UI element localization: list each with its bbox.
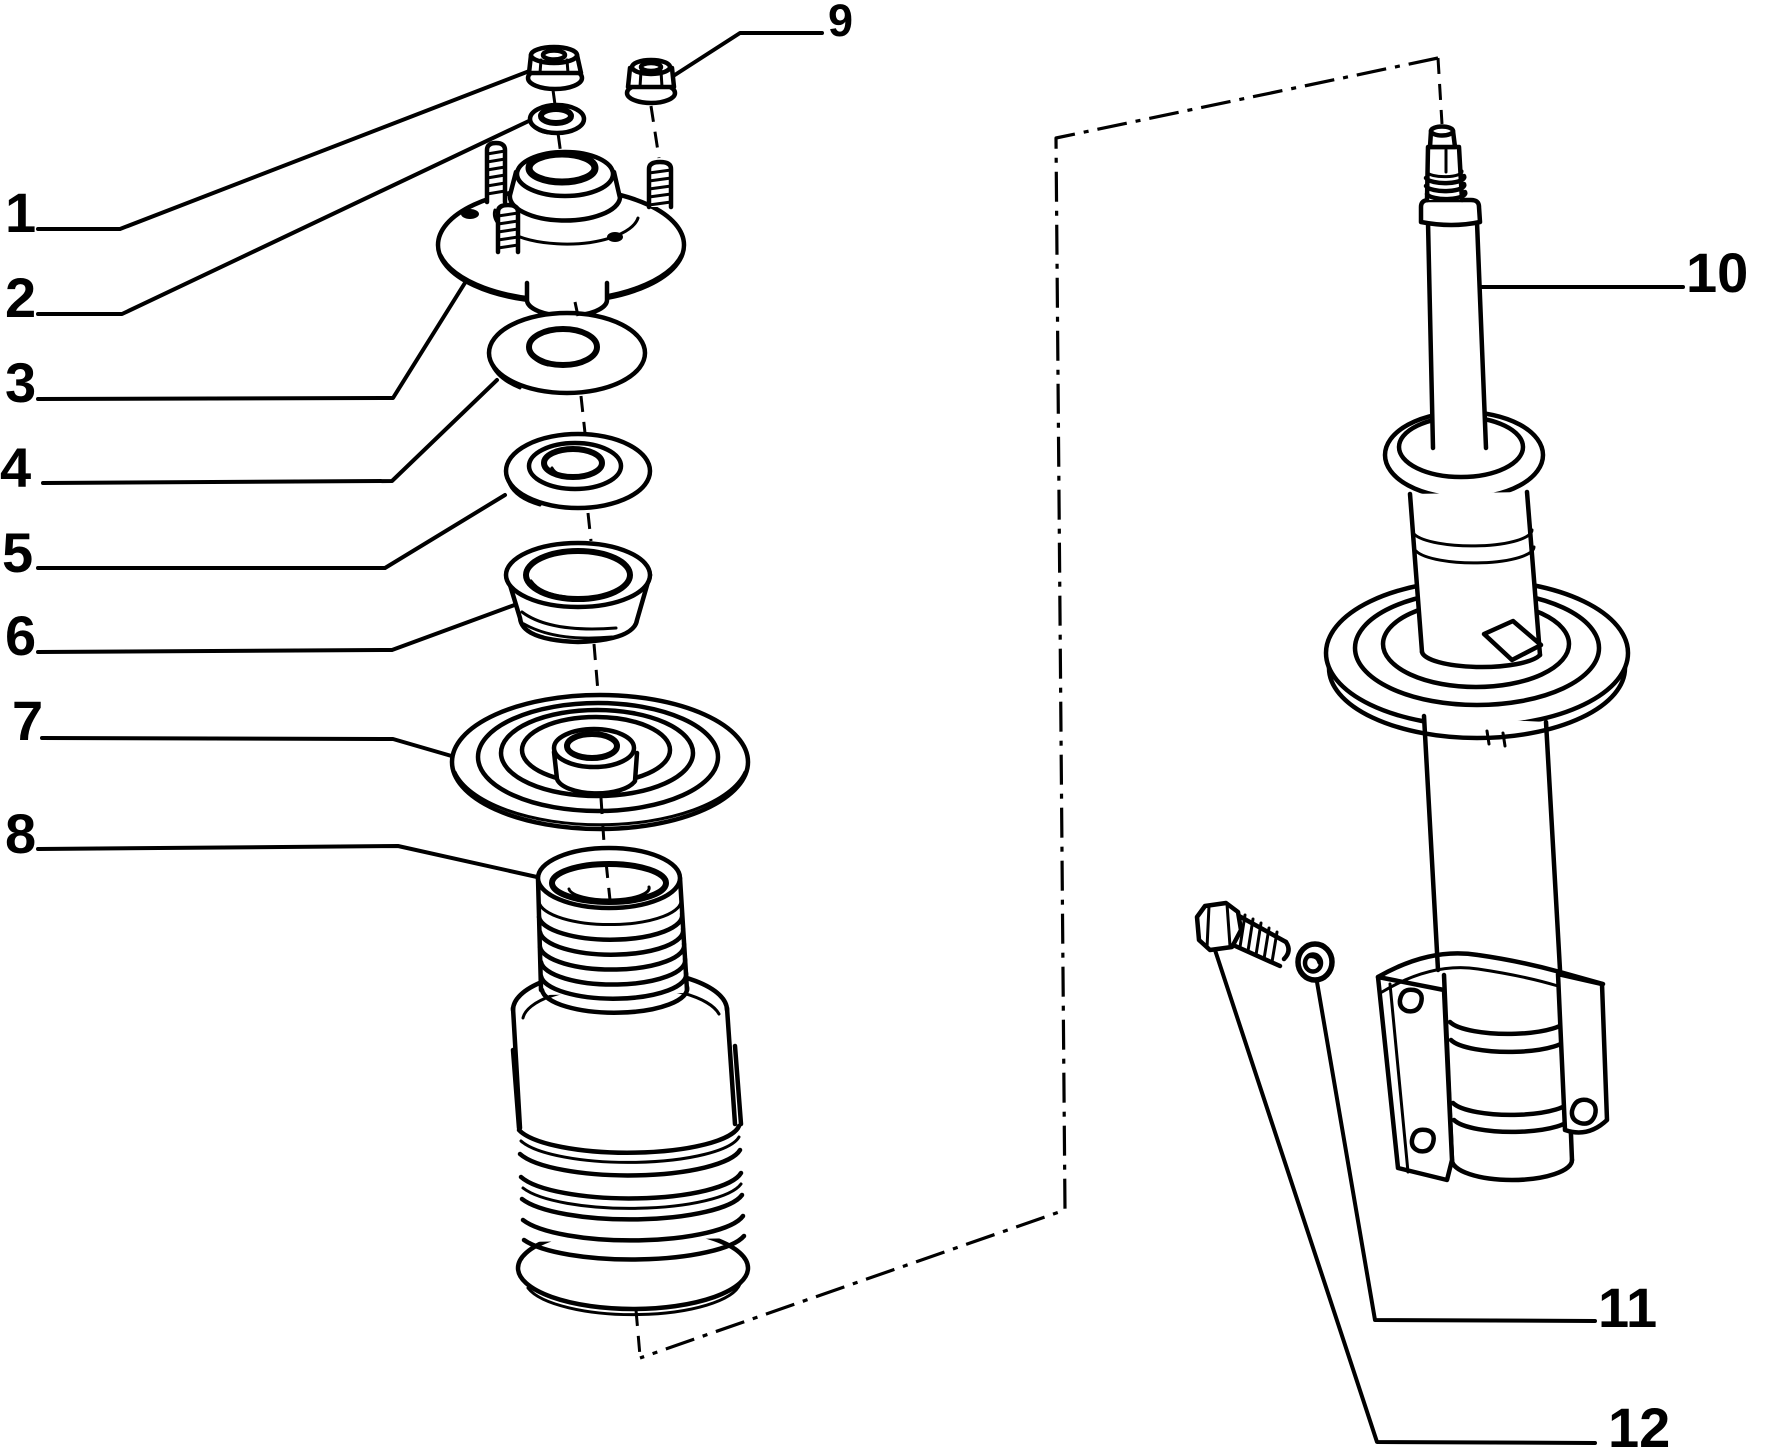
leader-11 bbox=[1315, 980, 1597, 1323]
leader-8 bbox=[36, 844, 539, 879]
part-7-spring-seat bbox=[449, 692, 751, 832]
part-6-seal-cup bbox=[503, 540, 653, 645]
callout-9: 9 bbox=[828, 0, 853, 46]
part-4-flat-washer bbox=[486, 310, 648, 396]
mount-stud-right bbox=[646, 159, 674, 210]
part-11-washer bbox=[1295, 941, 1335, 983]
part-2-washer bbox=[527, 102, 587, 136]
leader-9 bbox=[665, 31, 824, 82]
strut-clamp-bracket bbox=[1375, 951, 1610, 1183]
part-10-strut bbox=[1323, 124, 1631, 1183]
leader-lines bbox=[36, 31, 1685, 1445]
leader-7 bbox=[40, 736, 457, 759]
callout-5: 5 bbox=[2, 521, 33, 584]
callout-12: 12 bbox=[1608, 1396, 1670, 1449]
callout-1: 1 bbox=[5, 181, 36, 244]
callout-10: 10 bbox=[1686, 241, 1748, 304]
callout-4: 4 bbox=[0, 436, 31, 499]
callout-11: 11 bbox=[1598, 1276, 1657, 1339]
callout-3: 3 bbox=[5, 351, 36, 414]
callout-2: 2 bbox=[5, 266, 36, 329]
mount-stud-left bbox=[484, 140, 508, 205]
leader-5 bbox=[36, 493, 507, 570]
callout-6: 6 bbox=[5, 604, 36, 667]
part-12-bolt bbox=[1194, 900, 1291, 969]
fold-line bbox=[639, 56, 1444, 1360]
part-9-nut bbox=[624, 57, 678, 106]
mount-stud-front bbox=[495, 202, 521, 255]
leader-3 bbox=[36, 268, 475, 401]
part-8-dust-boot bbox=[510, 845, 751, 1317]
leader-12 bbox=[1213, 948, 1597, 1445]
part-1-lock-nut bbox=[525, 44, 585, 92]
callout-7: 7 bbox=[12, 689, 43, 752]
leader-4 bbox=[41, 378, 499, 485]
leader-1 bbox=[36, 68, 534, 231]
leader-6 bbox=[36, 601, 522, 654]
leader-2 bbox=[36, 117, 535, 316]
callout-8: 8 bbox=[5, 802, 36, 865]
axis-lines bbox=[551, 89, 661, 1357]
part-3-strut-mount bbox=[435, 140, 687, 319]
part-5-bearing bbox=[503, 431, 653, 511]
